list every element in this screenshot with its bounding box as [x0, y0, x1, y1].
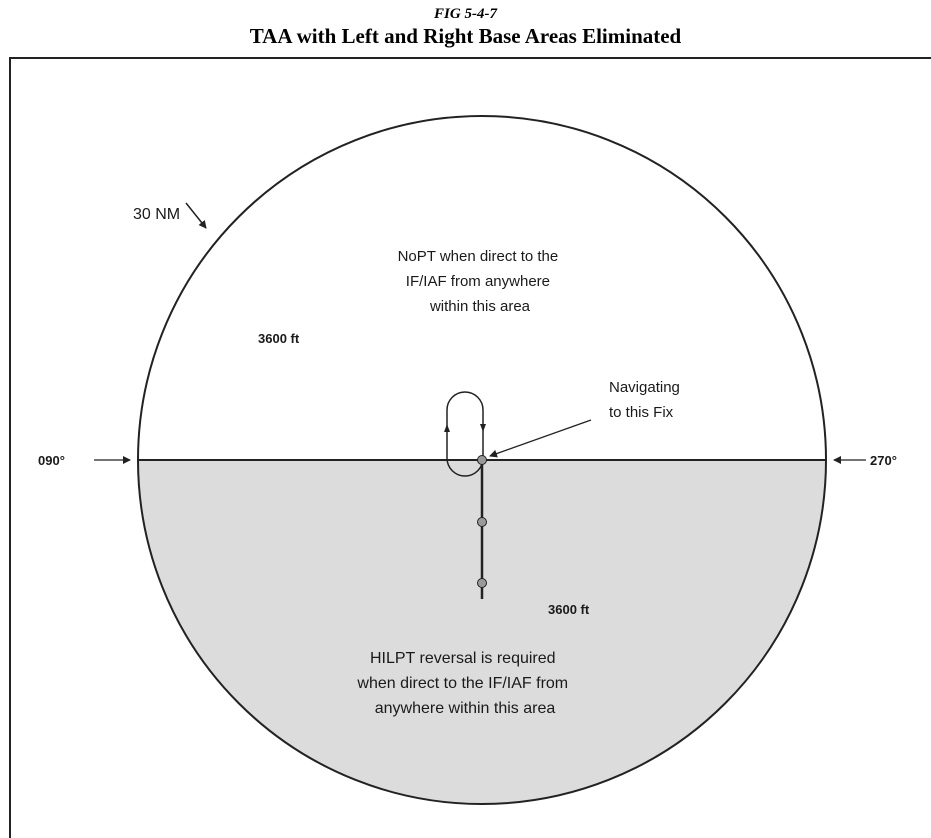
upper-note-line-1: NoPT when direct to the	[398, 248, 559, 265]
missed-approach-fix	[477, 578, 487, 588]
figure-number: FIG 5-4-7	[434, 6, 497, 22]
right-bearing-label: 270°	[870, 453, 897, 468]
lower-note-line-2: when direct to the IF/IAF from	[356, 675, 568, 692]
upper-area-note: NoPT when direct to the IF/IAF from anyw…	[398, 248, 563, 315]
radius-leader-arrow	[185, 202, 207, 229]
fix-callout-arrow	[489, 419, 592, 458]
if-iaf-fix	[477, 455, 487, 465]
radius-label: 30 NM	[133, 206, 180, 223]
holding-arrow-down	[480, 424, 486, 432]
figure-title: TAA with Left and Right Base Areas Elimi…	[249, 24, 682, 48]
faf-fix	[477, 517, 487, 527]
lower-area-note: HILPT reversal is required when direct t…	[356, 650, 572, 717]
left-bearing-label: 090°	[38, 453, 65, 468]
fix-callout: Navigating to this Fix	[609, 379, 684, 421]
fix-callout-line-2: to this Fix	[609, 404, 674, 421]
lower-note-line-1: HILPT reversal is required	[370, 650, 556, 667]
figure-frame	[9, 57, 931, 838]
upper-note-line-2: IF/IAF from anywhere	[406, 273, 550, 290]
lower-note-line-3: anywhere within this area	[375, 700, 556, 717]
holding-arrow-up	[444, 424, 450, 432]
upper-area-altitude: 3600 ft	[258, 331, 300, 346]
lower-area-fill	[138, 460, 826, 804]
lower-area-altitude: 3600 ft	[548, 602, 590, 617]
fix-callout-line-1: Navigating	[609, 379, 680, 396]
holding-pattern	[446, 391, 484, 477]
upper-note-line-3: within this area	[429, 298, 531, 315]
